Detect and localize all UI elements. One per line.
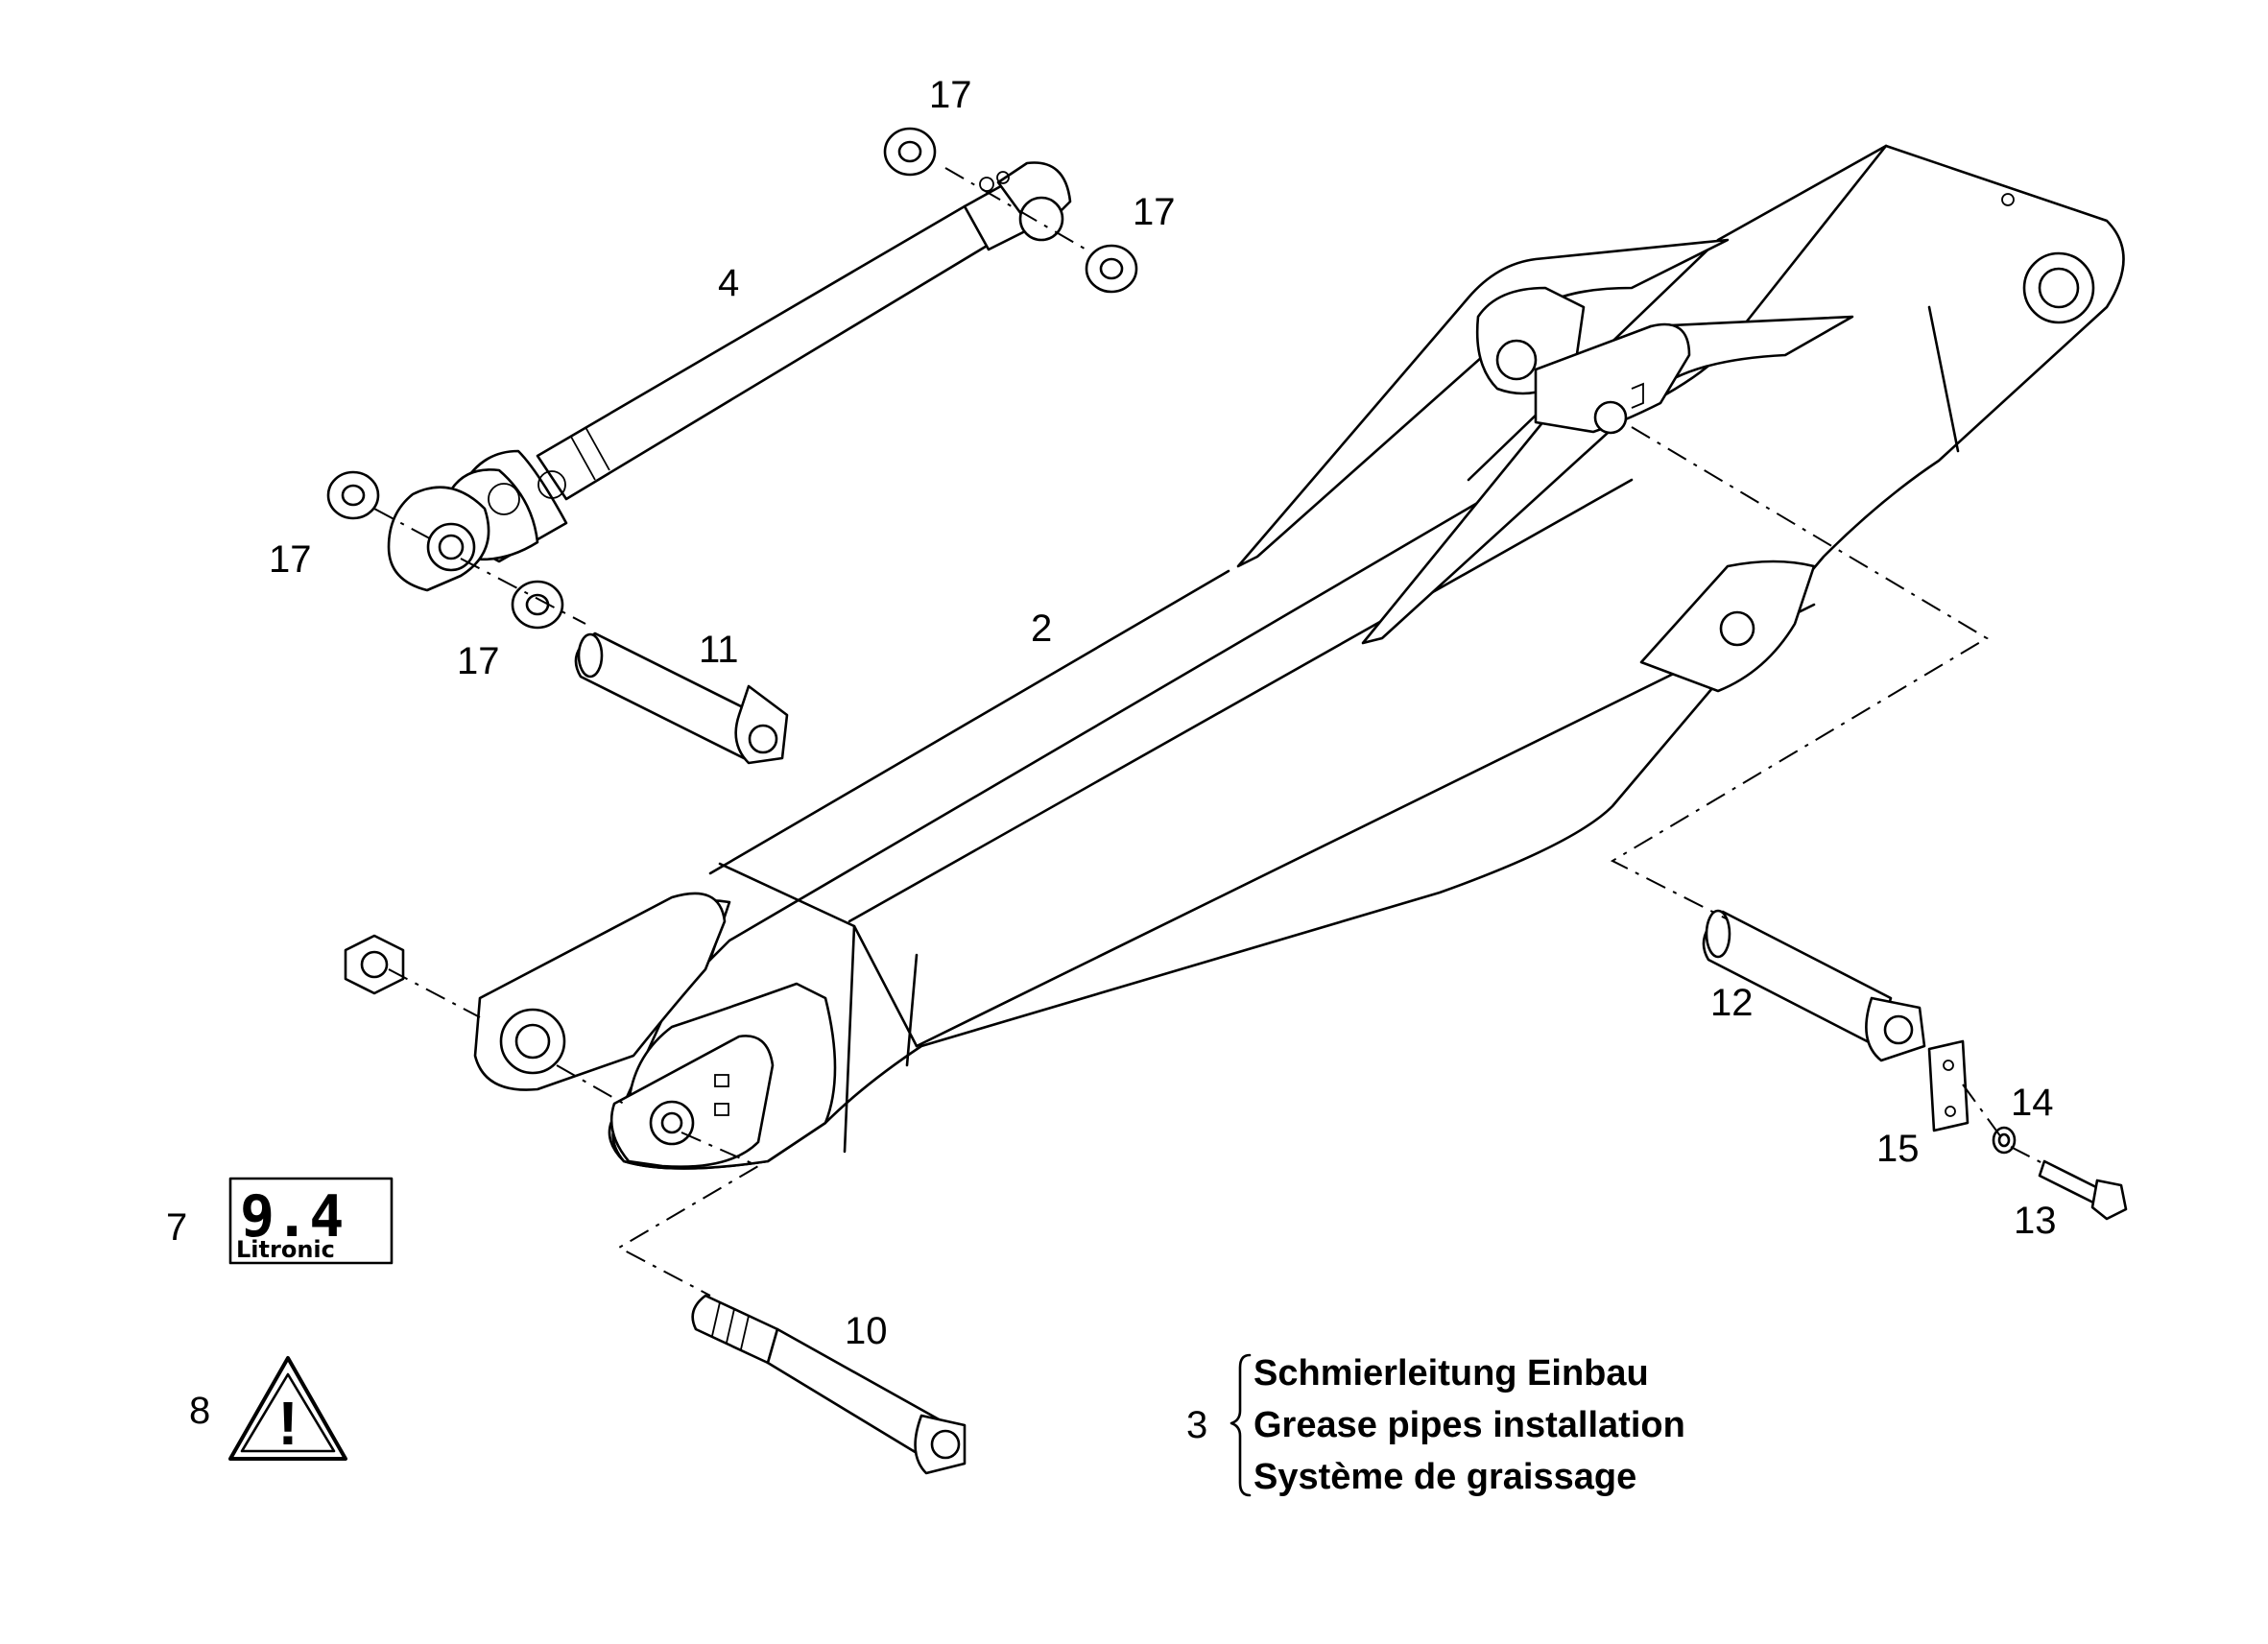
callout-15: 15 <box>1876 1128 1920 1170</box>
legend-line-en: Grease pipes installation <box>1253 1405 1685 1445</box>
washer-17-bottom <box>511 580 564 630</box>
callout-17-left: 17 <box>269 538 312 581</box>
callout-8: 8 <box>189 1390 210 1432</box>
decal-7-brand: Litronic <box>236 1236 335 1263</box>
legend-brace <box>1229 1353 1252 1497</box>
callout-17-right: 17 <box>1133 191 1176 233</box>
callout-11: 11 <box>699 629 739 671</box>
warning-symbol: ! <box>277 1389 298 1458</box>
assembly-center-lines <box>373 167 2045 1297</box>
callout-12: 12 <box>1710 982 1754 1024</box>
washer-17-left <box>326 470 380 520</box>
warning-triangle-icon: ! <box>228 1356 347 1461</box>
callout-labels: 17 17 4 17 17 11 2 12 14 15 13 7 8 10 3 <box>166 74 2057 1446</box>
decal-7-number: 9.4 <box>240 1183 344 1251</box>
legend: Schmierleitung Einbau Grease pipes insta… <box>1253 1353 1685 1497</box>
hydraulic-cylinder-part-4 <box>387 161 1072 592</box>
plate-part-15 <box>1927 1039 1970 1132</box>
callout-2: 2 <box>1031 608 1052 650</box>
pin-part-12 <box>1702 909 1926 1062</box>
callout-13: 13 <box>2014 1200 2057 1242</box>
castle-nut <box>344 934 405 995</box>
callout-3: 3 <box>1186 1404 1207 1446</box>
callout-4: 4 <box>718 262 739 304</box>
washer-17-right <box>1085 244 1138 294</box>
pin-part-10 <box>691 1294 967 1475</box>
legend-line-de: Schmierleitung Einbau <box>1253 1353 1649 1394</box>
bolt-part-13 <box>2038 1159 2128 1221</box>
legend-line-fr: Système de graissage <box>1253 1457 1636 1497</box>
callout-7: 7 <box>166 1206 187 1249</box>
callout-14: 14 <box>2011 1082 2054 1124</box>
callout-10: 10 <box>845 1310 888 1352</box>
boom-arm-part-2 <box>473 144 2125 1170</box>
decal-part-7: 9.4 Litronic <box>228 1177 394 1265</box>
washer-17-top <box>883 127 937 177</box>
pin-part-11 <box>574 631 789 765</box>
callout-17-bottom: 17 <box>457 640 500 682</box>
callout-17-top: 17 <box>929 74 972 116</box>
